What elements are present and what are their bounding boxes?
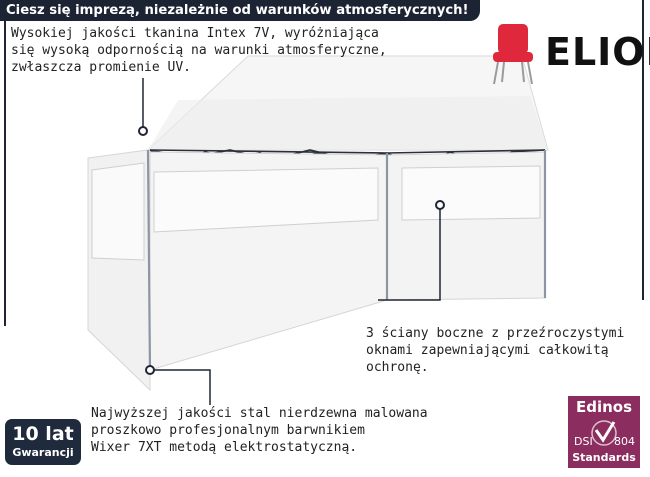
checkmark-icon [591,420,617,446]
tent-legs [146,149,547,373]
callout-steel-line: proszkowo profesjonalnym barwnikiem [91,423,365,438]
callout-fabric-line: zwłaszcza promienie UV. [11,60,192,75]
frame-line-left [4,21,6,326]
callout-fabric: Wysokiej jakości tkanina Intex 7V, wyróż… [11,25,387,76]
marker-fabric [138,126,148,136]
callout-steel-line: Wixer 7XT metodą elektrostatyczną. [91,440,358,455]
chair-icon [493,24,533,85]
edinos-standards: Standards [572,451,636,464]
front-window [153,167,379,233]
warranty-badge: 10 lat Gwarancji [5,419,81,465]
edinos-title: Edinos [575,398,633,416]
callout-walls-line: ochronę. [366,360,429,375]
frame-line-right [642,0,644,300]
banner-text: Ciesz się imprezą, niezależnie od warunk… [6,3,469,18]
left-side-window [91,162,145,261]
marker-walls [435,200,445,210]
edinos-dsi: DSI [574,435,593,448]
callout-steel-line: Najwyższej jakości stal nierdzewna malow… [91,406,428,421]
warranty-label: Gwarancji [12,446,74,459]
callout-steel: Najwyższej jakości stal nierdzewna malow… [91,405,428,456]
callout-line-walls [378,205,441,301]
callout-line-steel [150,369,211,405]
edinos-standards-badge: Edinos DSI 804 Standards [568,396,640,468]
right-window [401,165,541,221]
marker-steel [145,365,155,375]
promo-banner: Ciesz się imprezą, niezależnie od warunk… [0,0,480,21]
callout-fabric-line: Wysokiej jakości tkanina Intex 7V, wyróż… [11,26,379,41]
brand-name: ELIOR [545,30,650,74]
callout-walls-line: 3 ściany boczne z przeźroczystymi [366,326,625,341]
edinos-number: 804 [614,435,635,448]
callout-fabric-line: się wysoką odpornością na warunki atmosf… [11,43,387,58]
warranty-years: 10 lat [12,423,74,445]
callout-walls-line: oknami zapewniającymi całkowitą [366,343,609,358]
callout-walls: 3 ściany boczne z przeźroczystymi oknami… [366,325,624,376]
